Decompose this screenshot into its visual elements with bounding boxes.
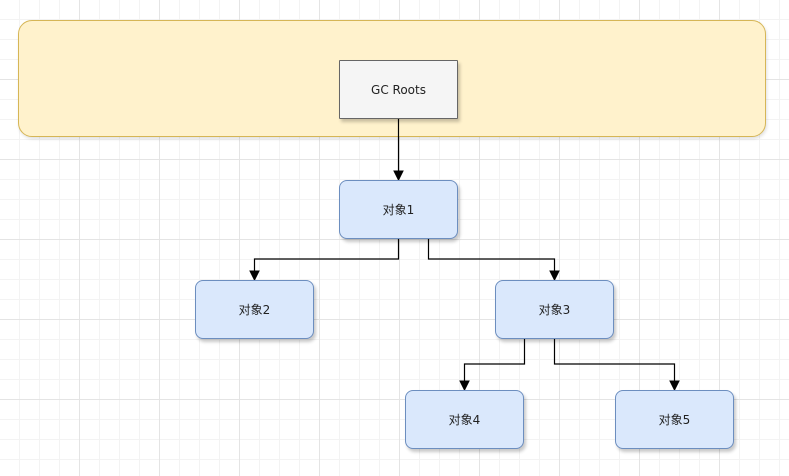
edge-obj1-to-obj3[interactable] xyxy=(427,239,556,272)
arrowhead-obj1 xyxy=(393,170,404,182)
object-1-label: 对象1 xyxy=(382,203,415,217)
arrowhead-obj4 xyxy=(459,380,470,392)
object-1-node[interactable]: 对象1 xyxy=(339,180,458,239)
object-3-node[interactable]: 对象3 xyxy=(495,280,614,339)
arrowhead-obj3 xyxy=(549,270,560,282)
edge-obj3-to-obj5[interactable] xyxy=(553,339,676,382)
object-2-label: 对象2 xyxy=(238,303,271,317)
edge-obj1-to-obj2[interactable] xyxy=(253,239,400,272)
edge-obj3-to-obj4[interactable] xyxy=(463,339,526,382)
gc-roots-node[interactable]: GC Roots xyxy=(339,60,458,119)
object-2-node[interactable]: 对象2 xyxy=(195,280,314,339)
arrowhead-obj2 xyxy=(249,270,260,282)
object-4-node[interactable]: 对象4 xyxy=(405,390,524,449)
gc-roots-label: GC Roots xyxy=(371,82,426,97)
arrowhead-obj5 xyxy=(669,380,680,392)
object-4-label: 对象4 xyxy=(448,413,481,427)
object-5-node[interactable]: 对象5 xyxy=(615,390,734,449)
object-5-label: 对象5 xyxy=(658,413,691,427)
object-3-label: 对象3 xyxy=(538,303,571,317)
